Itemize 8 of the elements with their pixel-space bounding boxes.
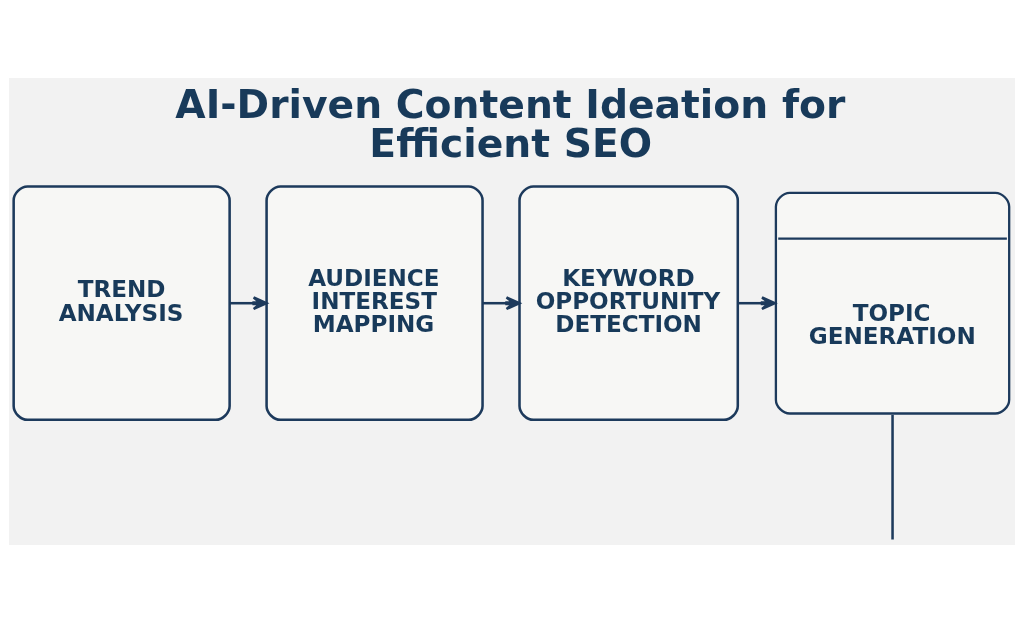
arrow [482,296,521,311]
connector [891,414,894,540]
node-box: AUDIENCE INTEREST MAPPING [265,185,484,422]
arrow [738,296,776,311]
arrow [229,296,268,311]
diagram-title: AI-Driven Content Ideation for Efficient SEO [175,81,846,166]
node-box: TREND ANALYSIS [12,185,231,422]
node-box: KEYWORD OPPORTUNITY DETECTION [518,185,740,422]
